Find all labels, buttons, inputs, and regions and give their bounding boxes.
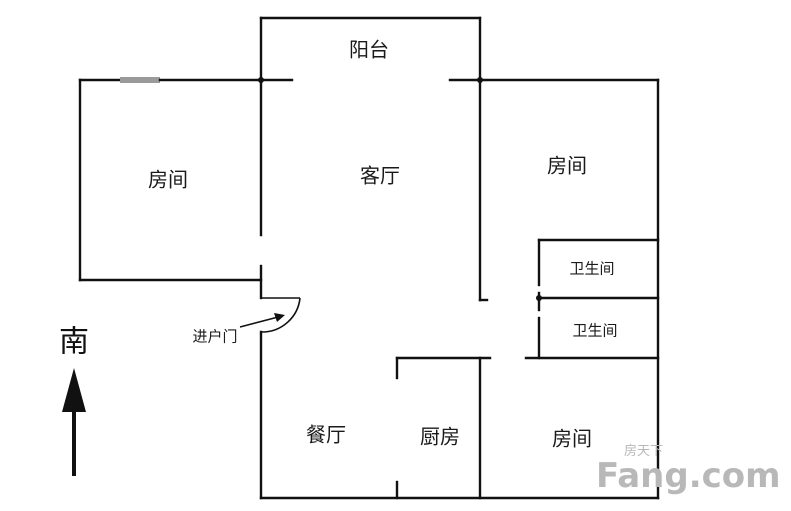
watermark-text: Fang.com [596,456,781,496]
north-arrow-icon [62,368,86,412]
dining-room-label: 餐厅 [306,423,346,447]
west-room-walls [78,77,263,282]
compass: 南 [59,325,89,476]
living-room-label: 客厅 [360,164,400,188]
bathroom-walls [524,238,660,360]
bathroom-1-label: 卫生间 [569,260,614,278]
balcony-label: 阳台 [349,38,389,62]
east-room-label: 房间 [547,154,587,178]
entrance-door [239,297,301,333]
fang-watermark: Fang.com 房天下 [596,443,781,496]
southeast-room-label: 房间 [552,427,592,451]
entrance-label: 进户门 [192,328,237,346]
wall-junctions [258,77,542,301]
west-room-label: 房间 [148,168,188,192]
east-room-walls [478,78,660,500]
watermark-sub: 房天下 [624,443,663,459]
bathroom-2-label: 卫生间 [572,322,617,340]
kitchen-label: 厨房 [420,425,460,449]
balcony-walls [259,16,482,82]
south-label: 南 [59,325,89,360]
kitchen-walls [395,356,492,500]
